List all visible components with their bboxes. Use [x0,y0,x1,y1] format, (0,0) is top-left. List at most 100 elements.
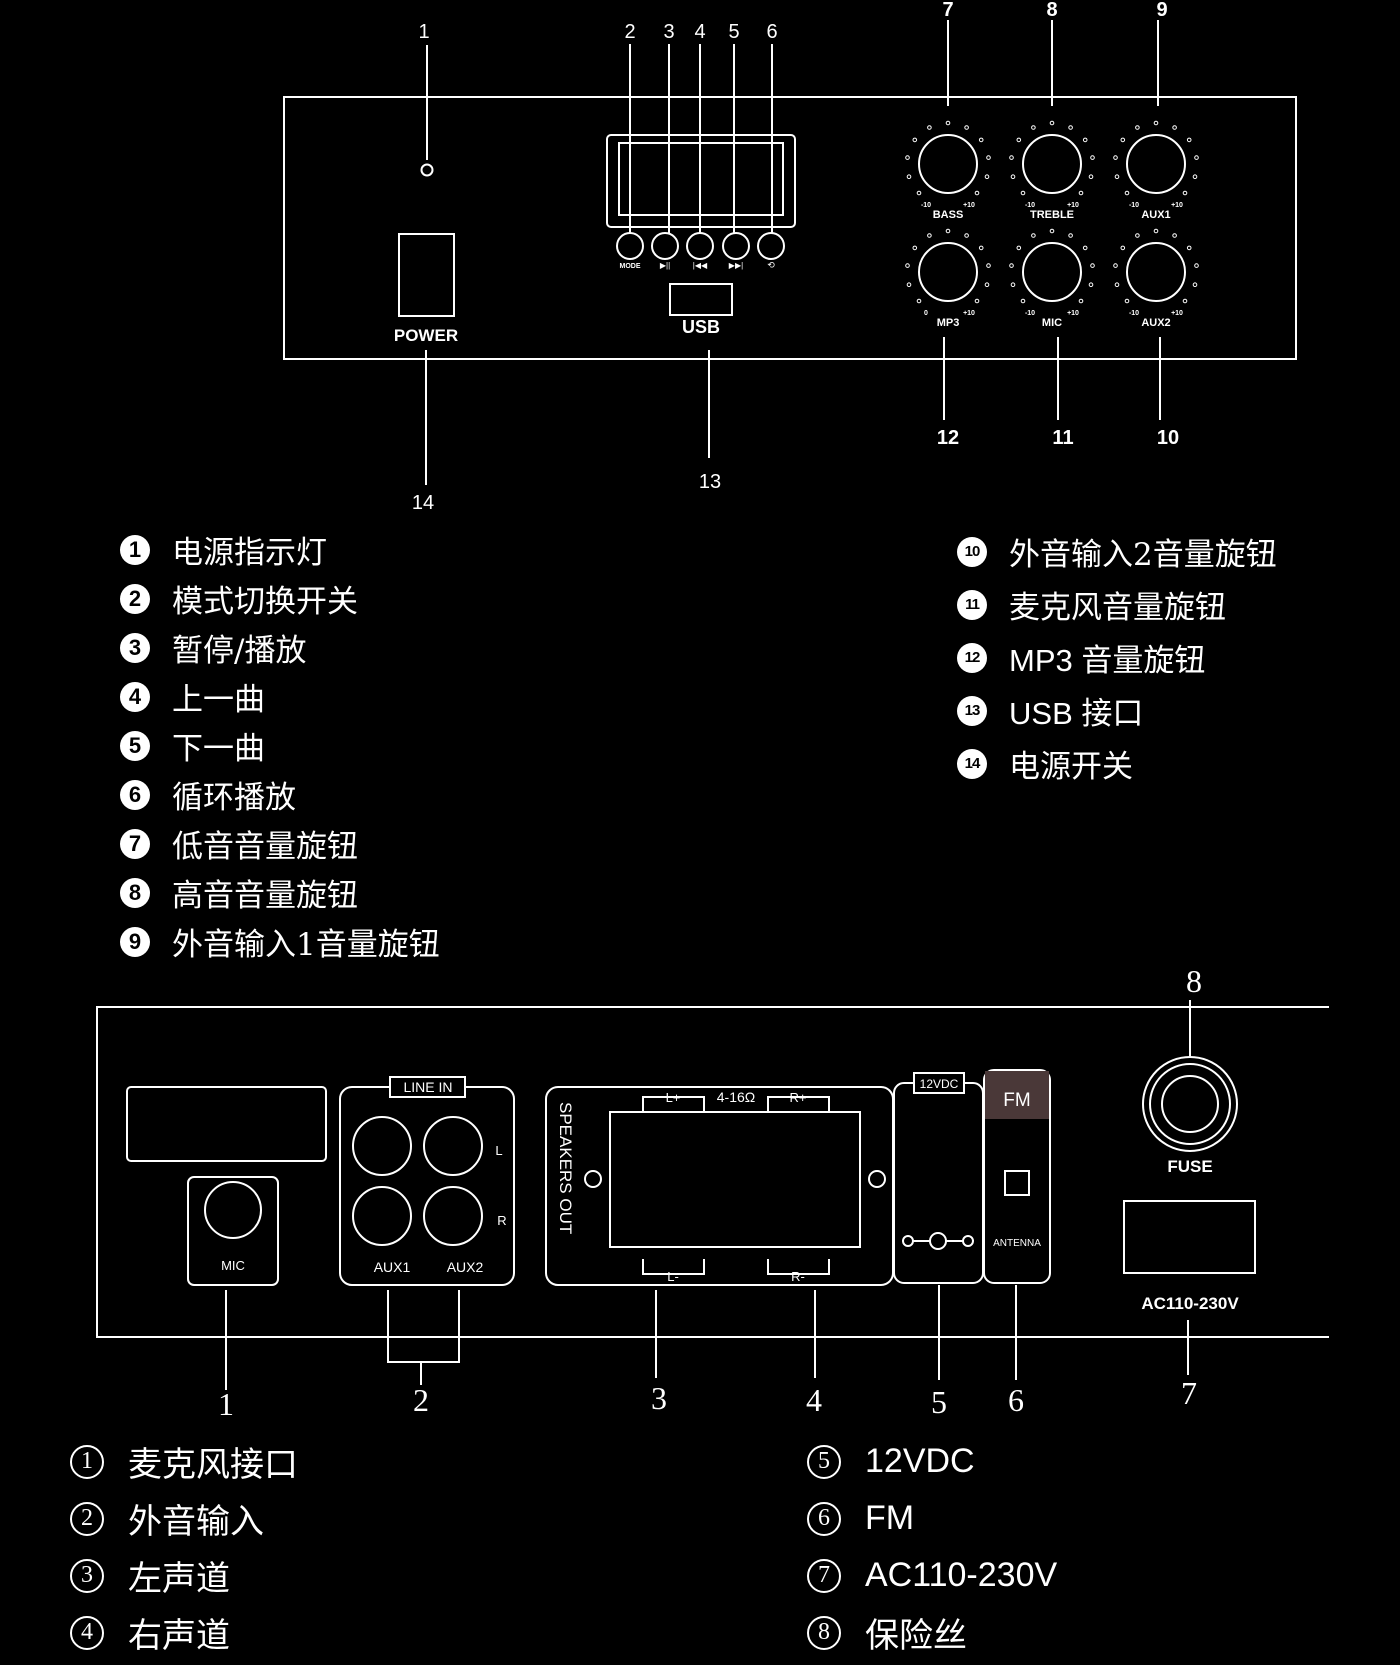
front-panel-text: 1 2 3 4 5 6 7 8 9 10 11 12 13 14 POWER U… [394,0,1179,514]
number-badge: 6 [807,1501,841,1536]
knob-scale-dot [1120,245,1126,251]
lminus-label: L- [667,1269,679,1284]
rplus-bracket [767,1096,830,1112]
r-channel-label: R [497,1213,506,1228]
number-badge: 3 [120,632,150,663]
knob-scale-dot [986,263,991,268]
callout-number: 4 [694,21,705,43]
callout-number: 12 [937,427,959,449]
play-pause-icon: ▶|| [660,261,670,270]
knob-scale-dot [978,137,984,143]
knob-scale-dot [986,155,991,160]
screw-right [868,1170,886,1188]
callout-number: 3 [651,1380,667,1416]
rplus-label: R+ [790,1090,807,1105]
knob-scale-dot [978,245,984,251]
knob-scale-dot [1088,282,1094,288]
legend-item-text: 电源开关 [1009,749,1133,785]
callout-number: 5 [931,1384,947,1420]
callout-number: 8 [1186,963,1202,999]
knob-scale-dot [974,190,980,196]
callout-number: 13 [699,471,721,493]
knob-scale-dot [1172,233,1177,238]
knob-scale-dot [1182,190,1188,196]
l-channel-label: L [495,1143,502,1158]
knob-scale-dot [1113,155,1118,160]
knob-scale-dot [1114,174,1120,179]
fuse-holder-inner [1161,1075,1219,1133]
knob-scale-dot [1010,174,1016,179]
number-badge: 13 [957,695,987,726]
fm-housing [983,1069,1051,1284]
number-badge: 4 [70,1615,104,1650]
knob-max-label: +10 [1067,202,1079,209]
knob-max-label: +10 [1171,310,1183,317]
callout-number: 10 [1157,427,1179,449]
fuse-label: FUSE [1167,1157,1212,1176]
legend-item-text: 12VDC [865,1442,975,1480]
knob-scale-dot [1009,263,1014,268]
legend-item: 1 电源指示灯 [120,525,440,574]
callout-number: 3 [663,21,674,43]
prev-button [686,232,714,260]
knob-scale-dot [1113,263,1118,268]
legend-item-text: 左声道 [128,1559,230,1599]
mode-label: MODE [620,263,641,270]
prev-icon: |◀◀ [693,261,708,270]
number-badge: 12 [957,642,987,673]
number-badge: 7 [120,828,150,859]
knob-scale-dot [1031,233,1036,238]
knob-scale-dot [1194,263,1199,268]
number-badge: 4 [120,681,150,712]
rear-callout-numbers: 1 2 3 4 5 6 7 8 [218,963,1202,1422]
knob-scale-dot [974,298,980,304]
knob-scale-dot [906,174,912,179]
callout-number: 2 [624,21,635,43]
knob-label: AUX1 [1141,209,1170,221]
knob-label: AUX2 [1141,317,1170,329]
legend-item-text: 右声道 [128,1616,230,1656]
legend-item-text: 保险丝 [865,1616,967,1656]
legend-item-text: 低音音量旋钮 [172,829,358,865]
dc-polarity-plus [962,1235,974,1247]
callout-number: 6 [766,21,777,43]
number-badge: 5 [807,1444,841,1479]
knob-scale-dot [1010,282,1016,288]
dc-housing [893,1082,984,1284]
legend-item: 5 12VDC [807,1433,1057,1490]
dc-jack [929,1232,947,1250]
number-badge: 1 [120,534,150,565]
callout-number: 6 [1008,1382,1024,1418]
knob-min-label: -10 [921,202,931,209]
callout-number: 11 [1052,427,1073,449]
number-badge: 11 [957,589,987,620]
next-button [722,232,750,260]
knob-scale-dot [1031,125,1036,130]
legend-item-text: 电源指示灯 [172,535,327,571]
callout-number: 1 [418,21,429,43]
knob-min-label: -10 [1129,202,1139,209]
knob-label: TREBLE [1030,209,1074,221]
knob-max-label: +10 [1171,202,1183,209]
number-badge: 7 [807,1558,841,1593]
knob-label: BASS [933,209,964,221]
legend-item-text: USB 接口 [1009,696,1144,731]
next-icon: ▶▶| [729,261,743,270]
play-pause-button [651,232,679,260]
usb-port [669,283,733,316]
knob-scale-dot [1090,155,1095,160]
knob-scale-dot [1020,298,1026,304]
rminus-label: R- [791,1269,805,1284]
volume-knob [1022,134,1082,194]
